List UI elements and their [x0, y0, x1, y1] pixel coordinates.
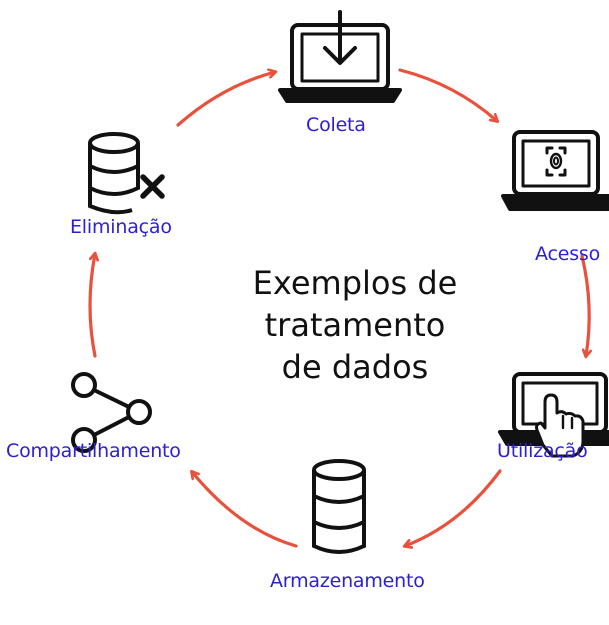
laptop-touch-icon [498, 372, 609, 458]
step-label-eliminacao: Eliminação [70, 216, 172, 238]
title-line-3: de dados [281, 348, 429, 386]
laptop-fingerprint-icon [501, 130, 609, 211]
step-label-armazenamento: Armazenamento [270, 570, 425, 592]
step-label-acesso: Acesso [535, 243, 601, 265]
arrow-coleta-to-acesso [398, 68, 497, 121]
database-icon [312, 459, 366, 554]
title-line-2: tratamento [264, 306, 446, 344]
arrow-compartilhamento-to-eliminacao [88, 254, 95, 358]
arrow-eliminacao-to-coleta [176, 72, 275, 127]
arrow-utilizacao-to-armazenamento [405, 469, 502, 546]
diagram-title: Exemplos de tratamento de dados [205, 262, 505, 388]
step-label-coleta: Coleta [306, 114, 366, 136]
database-delete-icon [88, 132, 165, 215]
share-icon [71, 372, 152, 453]
arrow-acesso-to-utilizacao [580, 254, 589, 356]
title-line-1: Exemplos de [252, 264, 458, 302]
step-label-utilizacao: Utilização [497, 440, 588, 462]
laptop-download-icon [278, 10, 402, 103]
step-label-compartilhamento: Compartilhamento [6, 440, 181, 462]
arrow-armazenamento-to-compartilhamento [192, 472, 298, 548]
